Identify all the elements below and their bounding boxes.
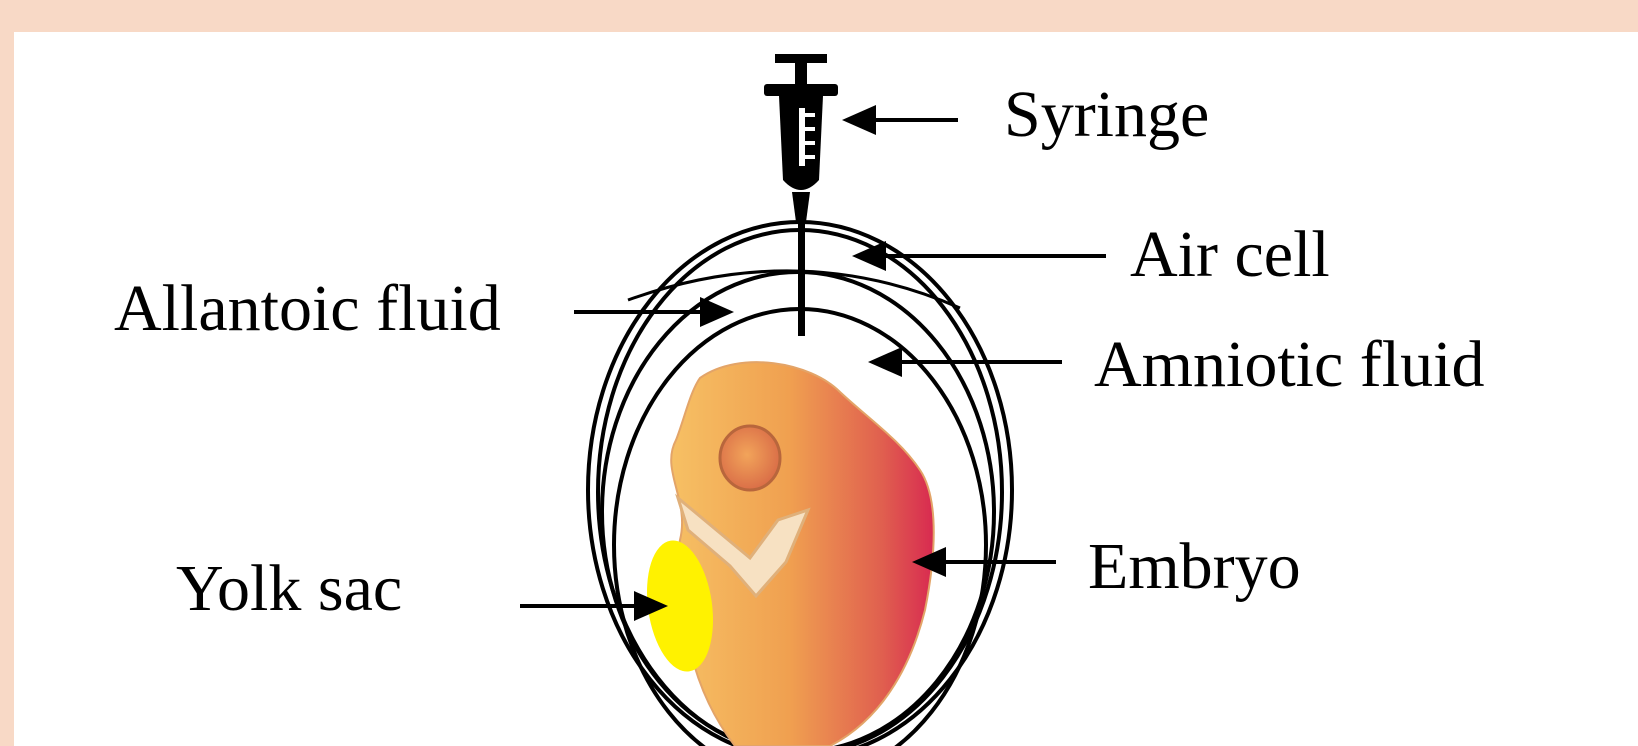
- embryo-body: [671, 362, 934, 746]
- arrow-amniotic-fluid: [868, 347, 1062, 377]
- label-air-cell: Air cell: [1130, 222, 1330, 288]
- air-cell-membrane: [628, 271, 960, 308]
- embryo-eye: [720, 426, 780, 490]
- syringe-icon: [764, 54, 838, 336]
- label-yolk-sac: Yolk sac: [176, 556, 402, 622]
- label-amniotic-fluid: Amniotic fluid: [1094, 332, 1484, 398]
- label-syringe: Syringe: [1004, 82, 1209, 148]
- arrow-syringe: [842, 105, 958, 135]
- label-embryo: Embryo: [1088, 534, 1301, 600]
- arrow-allantoic-fluid: [574, 297, 734, 327]
- label-allantoic-fluid: Allantoic fluid: [114, 276, 501, 342]
- arrow-yolk-sac: [520, 591, 668, 621]
